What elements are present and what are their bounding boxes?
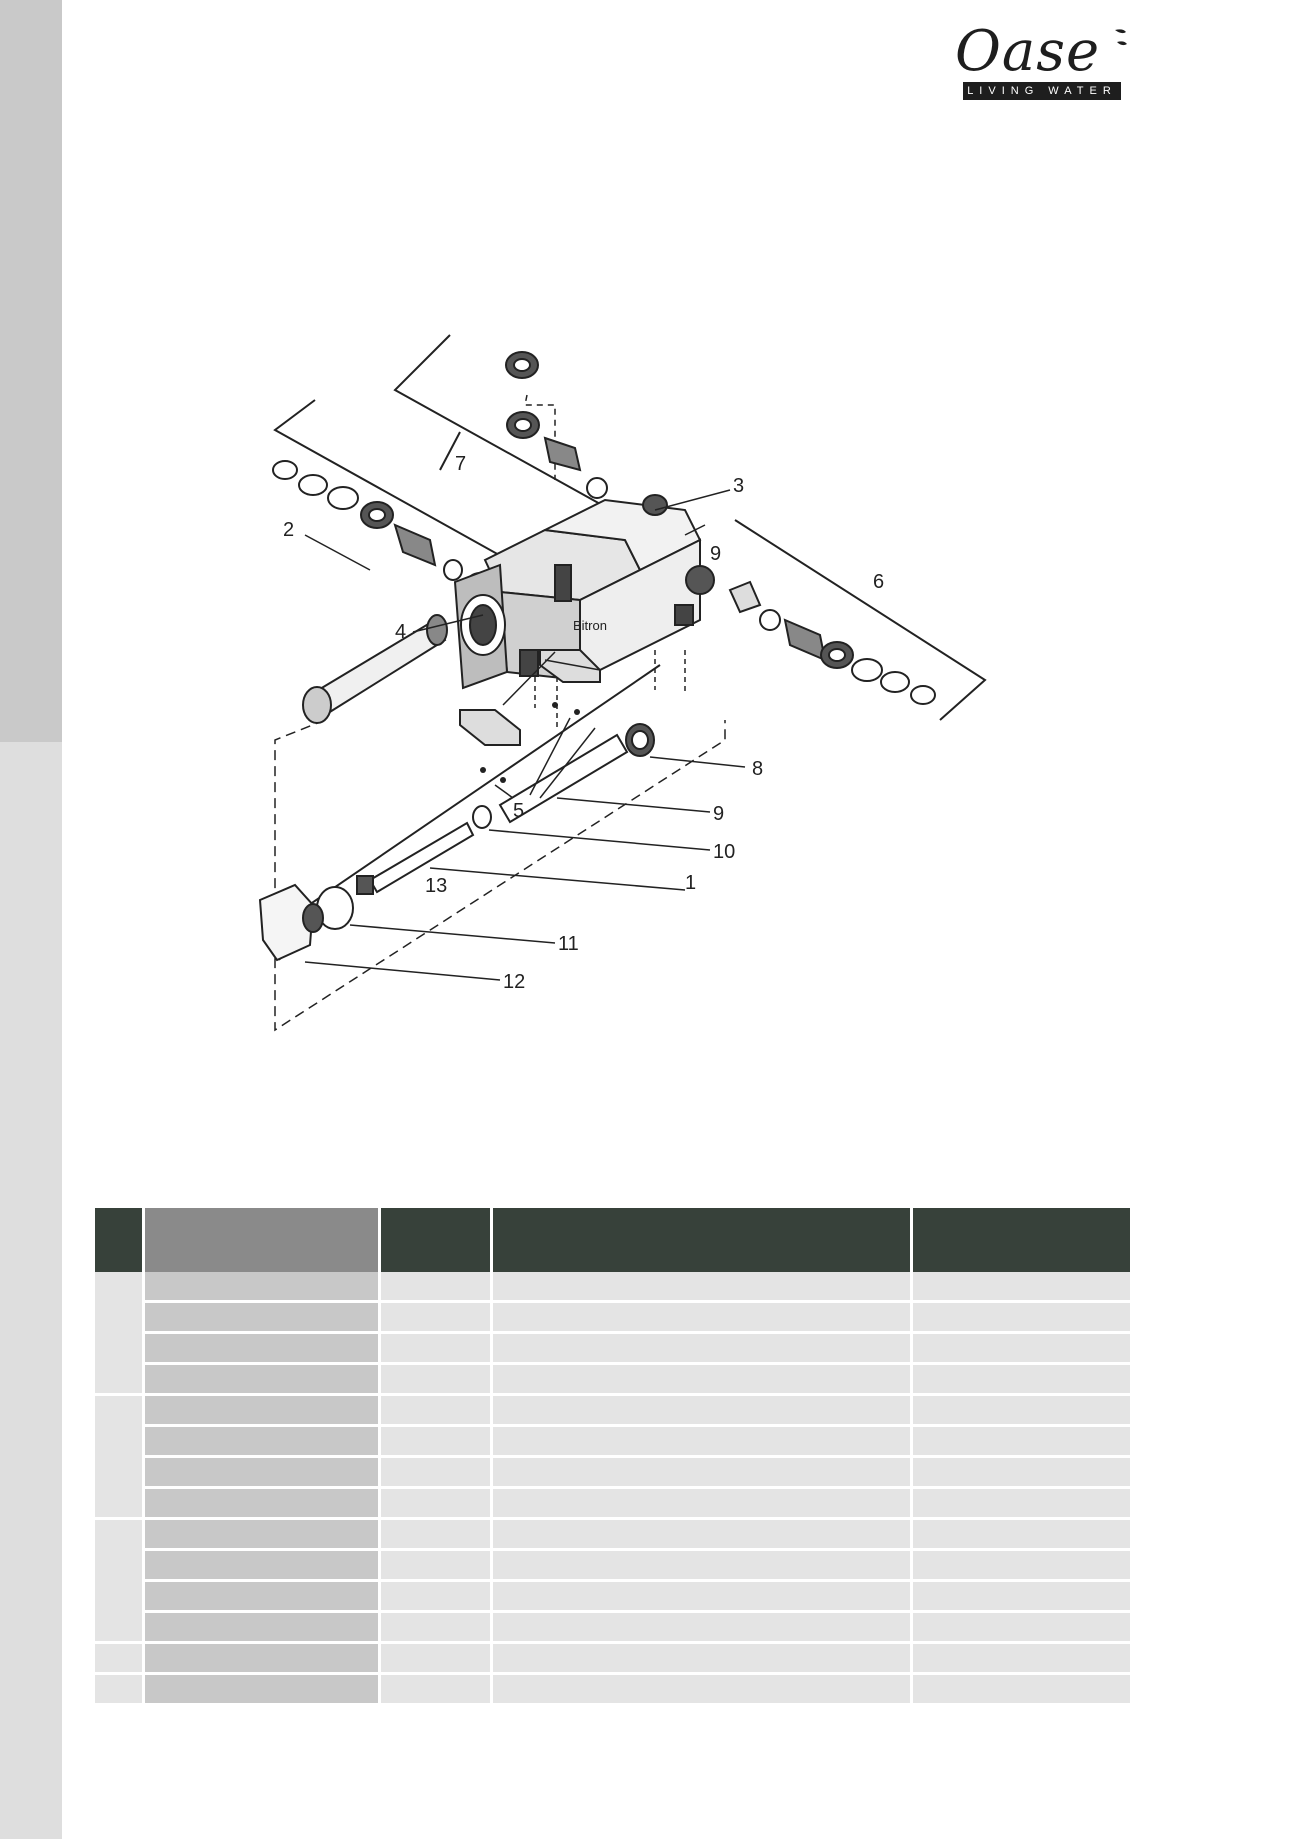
- callout-2: 2: [283, 519, 294, 541]
- table-row: [95, 1518, 1130, 1644]
- table-row: [95, 1363, 1130, 1396]
- header-cell-description: [143, 1208, 381, 1272]
- sidebar-light-band: [0, 742, 62, 1839]
- table-row: [95, 1272, 1130, 1396]
- bracket-7-left: [273, 399, 536, 576]
- o-ring: [472, 805, 492, 829]
- callout-10: 10: [713, 841, 735, 863]
- group-cell: [95, 1394, 145, 1520]
- table-row: [95, 1456, 1130, 1489]
- dashed-assembly-outline: [274, 719, 726, 1032]
- uv-lamp: [368, 821, 475, 894]
- callout-8: 8: [752, 758, 763, 780]
- quartz-sleeve: [498, 733, 629, 824]
- table-row: [95, 1580, 1130, 1613]
- table-row: [95, 1425, 1130, 1458]
- callout-11: 11: [558, 933, 579, 955]
- header-cell-part: [491, 1208, 913, 1272]
- table-row: [95, 1487, 1130, 1520]
- group-cell: [95, 1518, 145, 1644]
- brand-logo-wordmark: Oase: [955, 19, 1101, 84]
- brand-tagline: LIVING WATER: [963, 82, 1121, 100]
- brand-logo: Oase LIVING WATER: [955, 20, 1130, 102]
- header-cell-number: [95, 1208, 145, 1272]
- callout-13: 13: [425, 875, 447, 897]
- table-row: [95, 1549, 1130, 1582]
- callout-4: 4: [395, 621, 406, 643]
- housing-brand-label: Bitron: [573, 618, 607, 633]
- table-row: [95, 1301, 1130, 1334]
- callout-12: 12: [503, 971, 525, 993]
- water-drop-icon: [1115, 29, 1127, 46]
- callout-9-sleeve: 9: [713, 803, 724, 825]
- header-cell-code: [911, 1208, 1130, 1272]
- uv-housing: Bitron: [453, 494, 715, 690]
- end-cap: [258, 883, 315, 962]
- callout-3: 3: [733, 475, 744, 497]
- bracket-7-top: [393, 334, 621, 516]
- table-row: [95, 1332, 1130, 1365]
- table-row: [95, 1673, 1130, 1703]
- group-cell: [95, 1272, 145, 1396]
- sidebar-dark-band: [0, 0, 62, 742]
- table-row: [95, 1642, 1130, 1675]
- exploded-parts-diagram: Bitron: [245, 320, 1005, 1180]
- table-row: [95, 1394, 1130, 1520]
- spare-parts-table: [95, 1208, 1130, 1703]
- callout-1: 1: [685, 872, 696, 894]
- callout-9-clip: 9: [710, 543, 721, 565]
- exploded-view-drawing: Bitron: [258, 334, 987, 1032]
- callout-6: 6: [873, 571, 884, 593]
- header-cell-quantity: [379, 1208, 493, 1272]
- quartz-holder: [302, 614, 448, 724]
- table-row: [95, 1611, 1130, 1644]
- callout-5: 5: [513, 800, 524, 822]
- callout-7: 7: [455, 453, 466, 475]
- bracket-6: [734, 519, 987, 721]
- table-header-row: [95, 1208, 1130, 1272]
